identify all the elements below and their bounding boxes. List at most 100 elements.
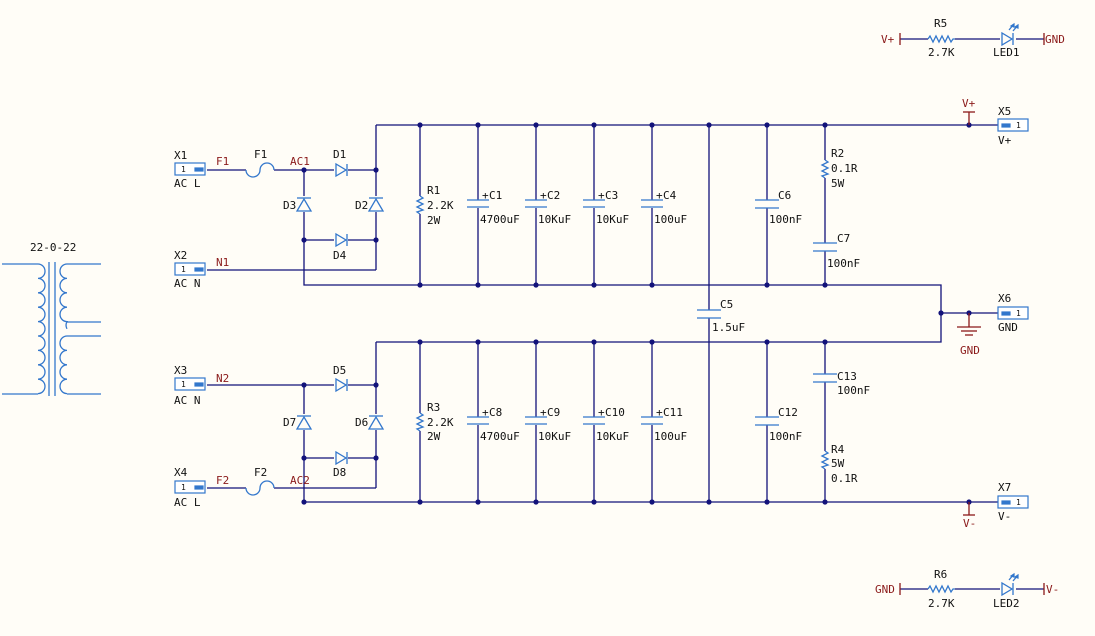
power-vplus-led1: V+	[881, 33, 901, 46]
capacitor-c7[interactable]: C7 100nF	[813, 232, 860, 270]
diode-d8[interactable]: D8	[333, 450, 348, 479]
connector-pin: 1	[181, 265, 186, 274]
capacitor-value: 1.5uF	[712, 321, 745, 334]
resistor-power: 2W	[427, 214, 441, 227]
resistor-value: 0.1R	[831, 472, 858, 485]
diode-ref: D8	[333, 466, 346, 479]
connector-ref: X4	[174, 466, 188, 479]
capacitor-ref: C10	[605, 406, 625, 419]
capacitor-ref: C1	[489, 189, 502, 202]
capacitor-value: 100nF	[769, 430, 802, 443]
connector-label: AC L	[174, 496, 201, 509]
connector-ref: X2	[174, 249, 187, 262]
capacitor-c1[interactable]: + C1 4700uF	[467, 189, 520, 226]
power-gnd-led2: GND	[875, 583, 901, 596]
connector-pin: 1	[181, 380, 186, 389]
capacitor-c9[interactable]: + C9 10KuF	[525, 406, 571, 443]
capacitor-c12[interactable]: C12 100nF	[755, 406, 802, 443]
resistor-power: 5W	[831, 177, 845, 190]
capacitor-value: 100nF	[837, 384, 870, 397]
capacitor-c3[interactable]: + C3 10KuF	[583, 189, 629, 226]
connector-x4[interactable]: 1 X4 AC L	[174, 466, 206, 509]
led-led1[interactable]: LED1	[993, 22, 1020, 59]
capacitor-value: 100uF	[654, 213, 687, 226]
capacitor-ref: C3	[605, 189, 618, 202]
fuse-f2[interactable]: F2	[245, 466, 275, 496]
polarity-mark: +	[656, 406, 663, 419]
resistor-r4[interactable]: R4 5W 0.1R	[820, 443, 858, 485]
capacitor-value: 4700uF	[480, 213, 520, 226]
capacitor-ref: C8	[489, 406, 502, 419]
connector-x1[interactable]: 1 X1 AC L	[174, 149, 206, 190]
diode-ref: D1	[333, 148, 346, 161]
capacitor-value: 10KuF	[538, 430, 571, 443]
power-label: V-	[963, 517, 976, 530]
diode-d6[interactable]: D6	[355, 415, 385, 430]
capacitor-c5[interactable]: C5 1.5uF	[697, 298, 745, 334]
resistor-ref: R6	[934, 568, 947, 581]
resistor-r1[interactable]: R1 2.2K 2W	[415, 184, 454, 227]
connector-pin: 1	[1016, 498, 1021, 507]
diode-d1[interactable]: D1	[333, 148, 348, 178]
resistor-r3[interactable]: R3 2.2K 2W	[415, 401, 454, 443]
connector-x2[interactable]: 1 X2 AC N	[174, 249, 206, 290]
capacitor-value: 100nF	[827, 257, 860, 270]
net-label-f2: F2	[216, 474, 229, 487]
diode-ref: D3	[283, 199, 296, 212]
diode-d2[interactable]: D2	[355, 197, 385, 212]
capacitor-c8[interactable]: + C8 4700uF	[467, 406, 520, 443]
capacitor-value: 10KuF	[538, 213, 571, 226]
resistor-power: 2W	[427, 430, 441, 443]
connector-label: GND	[998, 321, 1018, 334]
diode-ref: D6	[355, 416, 368, 429]
capacitor-c10[interactable]: + C10 10KuF	[583, 406, 629, 443]
resistor-value: 2.2K	[427, 416, 454, 429]
diode-d5[interactable]: D5	[333, 364, 348, 393]
capacitor-ref: C13	[837, 370, 857, 383]
power-gnd-led1: GND	[1043, 33, 1065, 46]
led-ref: LED2	[993, 597, 1020, 610]
net-label-ac1: AC1	[290, 155, 310, 168]
diode-d3[interactable]: D3	[283, 197, 313, 212]
connector-label: AC N	[174, 394, 201, 407]
capacitor-value: 100nF	[769, 213, 802, 226]
connector-pin: 1	[1016, 121, 1021, 130]
capacitor-ref: C4	[663, 189, 677, 202]
capacitor-value: 4700uF	[480, 430, 520, 443]
resistor-r2[interactable]: R2 0.1R 5W	[820, 147, 858, 190]
diode-d4[interactable]: D4	[333, 232, 348, 262]
connector-x6[interactable]: 1 X6 GND	[997, 292, 1029, 334]
diode-ref: D2	[355, 199, 368, 212]
resistor-power: 5W	[831, 457, 845, 470]
resistor-value: 0.1R	[831, 162, 858, 175]
connector-x3[interactable]: 1 X3 AC N	[174, 364, 206, 407]
junctions	[301, 122, 972, 505]
capacitor-c13[interactable]: C13 100nF	[813, 370, 870, 397]
power-label: V+	[881, 33, 895, 46]
connector-ref: X5	[998, 105, 1011, 118]
fuse-f1[interactable]: F1	[245, 148, 275, 178]
net-label-n2: N2	[216, 372, 229, 385]
connector-x7[interactable]: 1 X7 V-	[997, 481, 1029, 523]
capacitor-ref: C7	[837, 232, 850, 245]
capacitor-c2[interactable]: + C2 10KuF	[525, 189, 571, 226]
capacitor-ref: C9	[547, 406, 560, 419]
capacitor-c4[interactable]: + C4 100uF	[641, 189, 687, 226]
capacitor-c11[interactable]: + C11 100uF	[641, 406, 687, 443]
capacitor-c6[interactable]: C6 100nF	[755, 189, 802, 226]
connector-label: V+	[998, 134, 1012, 147]
power-label: GND	[875, 583, 895, 596]
polarity-mark: +	[656, 189, 663, 202]
resistor-value: 2.7K	[928, 597, 955, 610]
connector-label: V-	[998, 510, 1011, 523]
resistor-ref: R4	[831, 443, 845, 456]
resistor-r5[interactable]: R5 2.7K	[927, 17, 955, 59]
power-label: V+	[962, 97, 976, 110]
fuse-ref: F1	[254, 148, 267, 161]
resistor-value: 2.2K	[427, 199, 454, 212]
connector-ref: X6	[998, 292, 1011, 305]
connector-x5[interactable]: 1 X5 V+	[997, 105, 1029, 147]
led-led2[interactable]: LED2	[993, 572, 1020, 610]
diode-d7[interactable]: D7	[283, 415, 313, 430]
resistor-r6[interactable]: R6 2.7K	[927, 568, 955, 610]
